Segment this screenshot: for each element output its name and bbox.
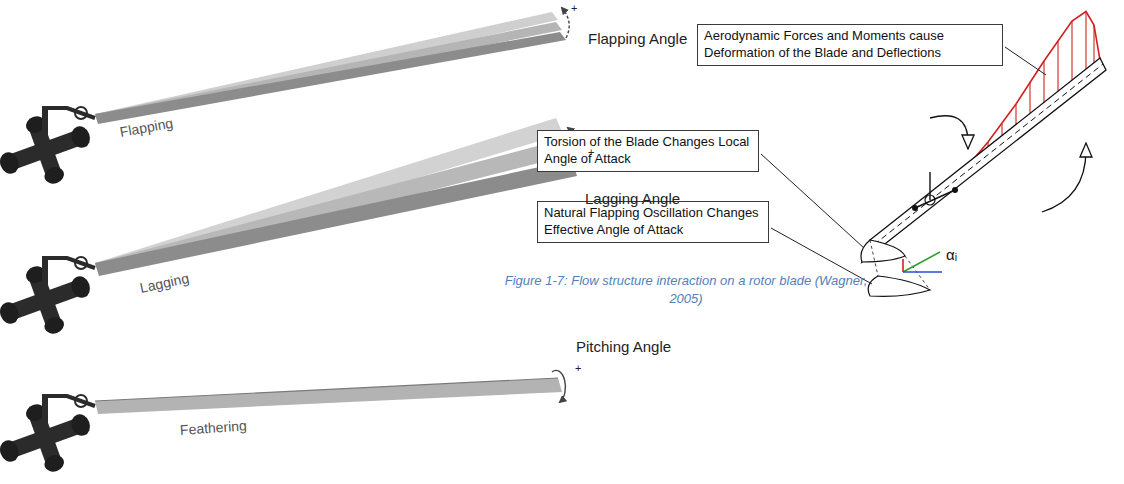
illustration-part: [1005, 47, 1046, 75]
lagging-figure: [0, 118, 583, 349]
illustration-part: [95, 378, 562, 414]
illustration-part: [912, 205, 918, 211]
illustration-part: [903, 252, 940, 272]
callout-text: Torsion of the Blade Changes Local Angle…: [544, 134, 752, 168]
callout-text: Natural Flapping Oscillation Changes Eff…: [544, 205, 762, 239]
sign-mark: +: [588, 146, 594, 159]
illustration-part: [95, 160, 577, 276]
illustration-part: [1043, 61, 1044, 106]
illustration-part: [866, 64, 1103, 251]
illustration-part: [552, 370, 565, 402]
sign-mark: +: [575, 362, 581, 375]
illustration-part: [861, 240, 905, 262]
illustration-part: [1085, 12, 1086, 72]
leader-lines: [761, 47, 1046, 284]
sign-mark: +: [571, 2, 577, 15]
illustration-part: [903, 271, 942, 273]
illustration-part: [562, 8, 569, 38]
angle-label: Pitching Angle: [576, 338, 671, 355]
illustration-part: [0, 101, 101, 199]
angle-label: Lagging Angle: [585, 190, 680, 207]
illustration-part: [915, 190, 955, 208]
motion-label: Feathering: [179, 417, 247, 438]
callout-box: Natural Flapping Oscillation Changes Eff…: [537, 201, 769, 243]
illustration-part: [1093, 25, 1094, 65]
motion-label: Lagging: [138, 270, 190, 296]
illustration-part: [862, 58, 1106, 262]
illustration-part: [868, 276, 930, 296]
illustration-part: [902, 259, 904, 272]
illustration-part: [0, 251, 101, 349]
illustration-part: [1071, 21, 1072, 83]
illustration-part: [930, 116, 968, 142]
illustration-part: [929, 172, 930, 200]
illustration-part: [1042, 150, 1086, 212]
illustration-part: [1029, 83, 1030, 118]
illustration-part: [1057, 41, 1058, 95]
illustration-part: [870, 240, 878, 276]
illustration-part: [905, 256, 930, 290]
angle-symbol: αᵢ: [946, 246, 957, 263]
illustration-part: [95, 32, 566, 124]
figure-caption: Figure 1-7: Flow structure interaction o…: [496, 272, 876, 307]
illustration-part: [95, 378, 558, 401]
callout-box: Torsion of the Blade Changes Local Angle…: [537, 130, 759, 172]
feathering-figure: [0, 370, 565, 484]
illustration-part: [0, 389, 101, 484]
illustration-part: [952, 187, 958, 193]
callout-text: Aerodynamic Forces and Moments cause Def…: [704, 28, 996, 62]
angle-label: Flapping Angle: [588, 30, 687, 47]
illustration-part: [761, 154, 864, 248]
callout-box: Aerodynamic Forces and Moments cause Def…: [697, 24, 1003, 66]
